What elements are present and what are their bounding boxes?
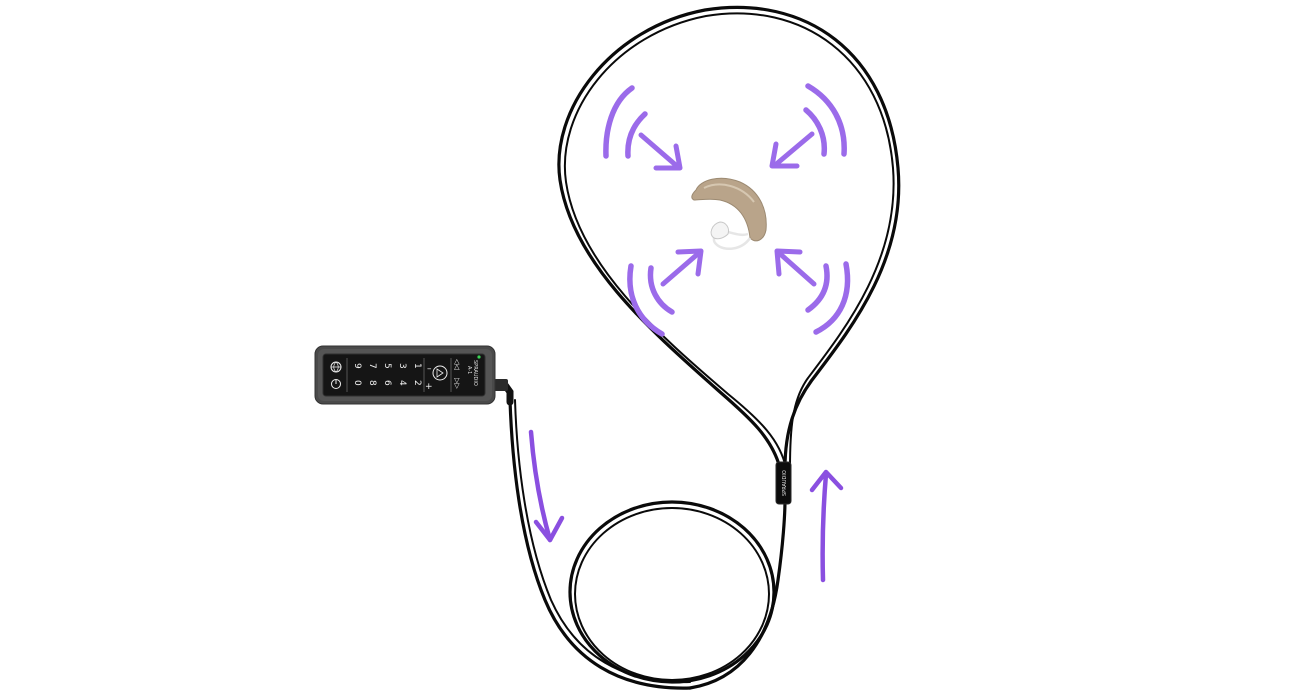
arrow-icon: [769, 131, 815, 169]
return-cable: [688, 498, 787, 690]
next-button[interactable]: ▷▷: [453, 378, 461, 389]
hearing-aid-icon: [691, 177, 767, 251]
volume-up-button[interactable]: +: [425, 382, 433, 392]
play-pause-icon: [436, 368, 444, 378]
loop-amplifier-device: 9 0 7 8 5 6 3 4 1 2 – + ◁◁ ▷▷ SPRAUDIO A…: [314, 345, 514, 406]
connector-label: SPRAUDIO: [782, 470, 788, 496]
arrow-icon: [528, 429, 565, 543]
key-5[interactable]: 5: [382, 363, 392, 369]
previous-button[interactable]: ◁◁: [453, 359, 461, 370]
globe-icon: [331, 361, 341, 373]
cable-coil: [568, 500, 776, 684]
key-9[interactable]: 9: [352, 363, 362, 369]
key-2[interactable]: 2: [412, 380, 422, 386]
key-7[interactable]: 7: [367, 363, 377, 369]
sound-wave-icon: [627, 263, 675, 337]
key-4[interactable]: 4: [397, 380, 407, 386]
key-1[interactable]: 1: [412, 363, 422, 369]
arrow-icon: [774, 248, 817, 287]
sound-wave-icon: [803, 83, 847, 157]
device-model: A-1: [466, 366, 472, 374]
listening-loop: [557, 5, 901, 470]
key-0[interactable]: 0: [352, 380, 362, 386]
inline-connector: SPRAUDIO: [775, 461, 792, 505]
play-pause-button[interactable]: [432, 365, 448, 381]
device-brand: SPRAUDIO: [472, 360, 478, 386]
sound-wave-icon: [805, 261, 851, 335]
power-button[interactable]: [331, 379, 341, 389]
status-led: [477, 355, 481, 359]
keypad-panel: [322, 353, 486, 397]
sound-wave-icon: [603, 85, 648, 159]
key-8[interactable]: 8: [367, 380, 377, 386]
loop-cable: [508, 5, 901, 690]
key-6[interactable]: 6: [382, 380, 392, 386]
arrow-icon: [809, 469, 844, 583]
arrow-icon: [660, 248, 704, 287]
key-3[interactable]: 3: [397, 363, 407, 369]
arrow-icon: [638, 132, 683, 171]
volume-down-button[interactable]: –: [427, 364, 432, 374]
number-keys: 9 0 7 8 5 6 3 4 1 2: [352, 363, 422, 386]
feed-cable: [508, 398, 692, 690]
